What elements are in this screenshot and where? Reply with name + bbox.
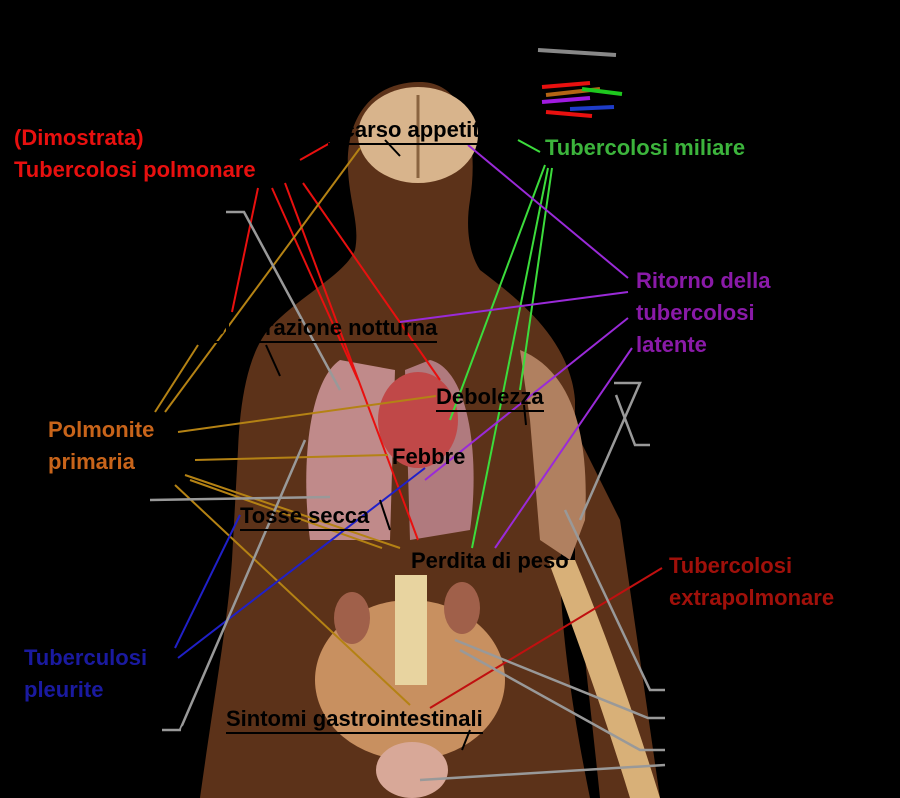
heart <box>378 372 458 468</box>
label-pleurisy-line2: pleurite <box>24 677 104 702</box>
label-pulmonary-line1: (Dimostrata) <box>14 125 144 150</box>
symptom-gastrointestinal: Sintomi gastrointestinali <box>226 706 483 734</box>
label-pleurisy-line1: Tuberculosi <box>24 645 148 670</box>
label-primary-line1: Polmonite <box>48 417 155 442</box>
extrapulmonary-leader-line <box>429 567 663 709</box>
legend-swatch-purple <box>541 96 591 104</box>
label-latent-line3: latente <box>636 332 707 357</box>
symptom-appetite: Scarso appetito <box>328 117 494 145</box>
kidney-right <box>444 582 480 634</box>
label-pulmonary-line2: Tubercolosi polmonare <box>14 157 256 182</box>
symptom-fever: Febbre <box>392 444 466 469</box>
arm-muscle <box>520 350 586 560</box>
label-latent-line2: tubercolosi <box>636 300 755 325</box>
label-extrapulmonary-line1: Tubercolosi <box>669 553 793 578</box>
label-extrapulmonary-line2: extrapolmonare <box>669 585 835 610</box>
legend-swatch-green <box>581 87 623 96</box>
legend-swatch-gray <box>537 48 617 57</box>
symptom-night-sweats: Sudorazione notturna <box>210 315 438 343</box>
pulmonary-leader-lines <box>231 142 441 541</box>
legend-swatch-blue <box>569 105 615 111</box>
symptom-partial-label: co <box>180 717 204 742</box>
label-miliary: Tubercolosi miliare <box>545 135 746 160</box>
label-primary-line2: primaria <box>48 449 135 474</box>
symptom-weight-loss: Perdita di peso <box>411 548 569 573</box>
spine <box>395 575 427 685</box>
symptom-weakness: Debolezza <box>436 384 544 412</box>
legend-swatch-red <box>541 81 591 89</box>
symptom-dry-cough: Tosse secca <box>240 503 370 531</box>
pleurisy-leader-lines <box>174 467 426 659</box>
bladder <box>376 742 448 798</box>
kidney-left <box>334 592 370 644</box>
primary-leader-lines <box>154 147 437 706</box>
legend-swatch-red-2 <box>545 110 593 118</box>
gray-leader-lines <box>149 210 666 782</box>
miliary-leader-lines <box>449 139 553 549</box>
label-latent-line1: Ritorno della <box>636 268 771 293</box>
latent-leader-lines <box>399 144 633 549</box>
